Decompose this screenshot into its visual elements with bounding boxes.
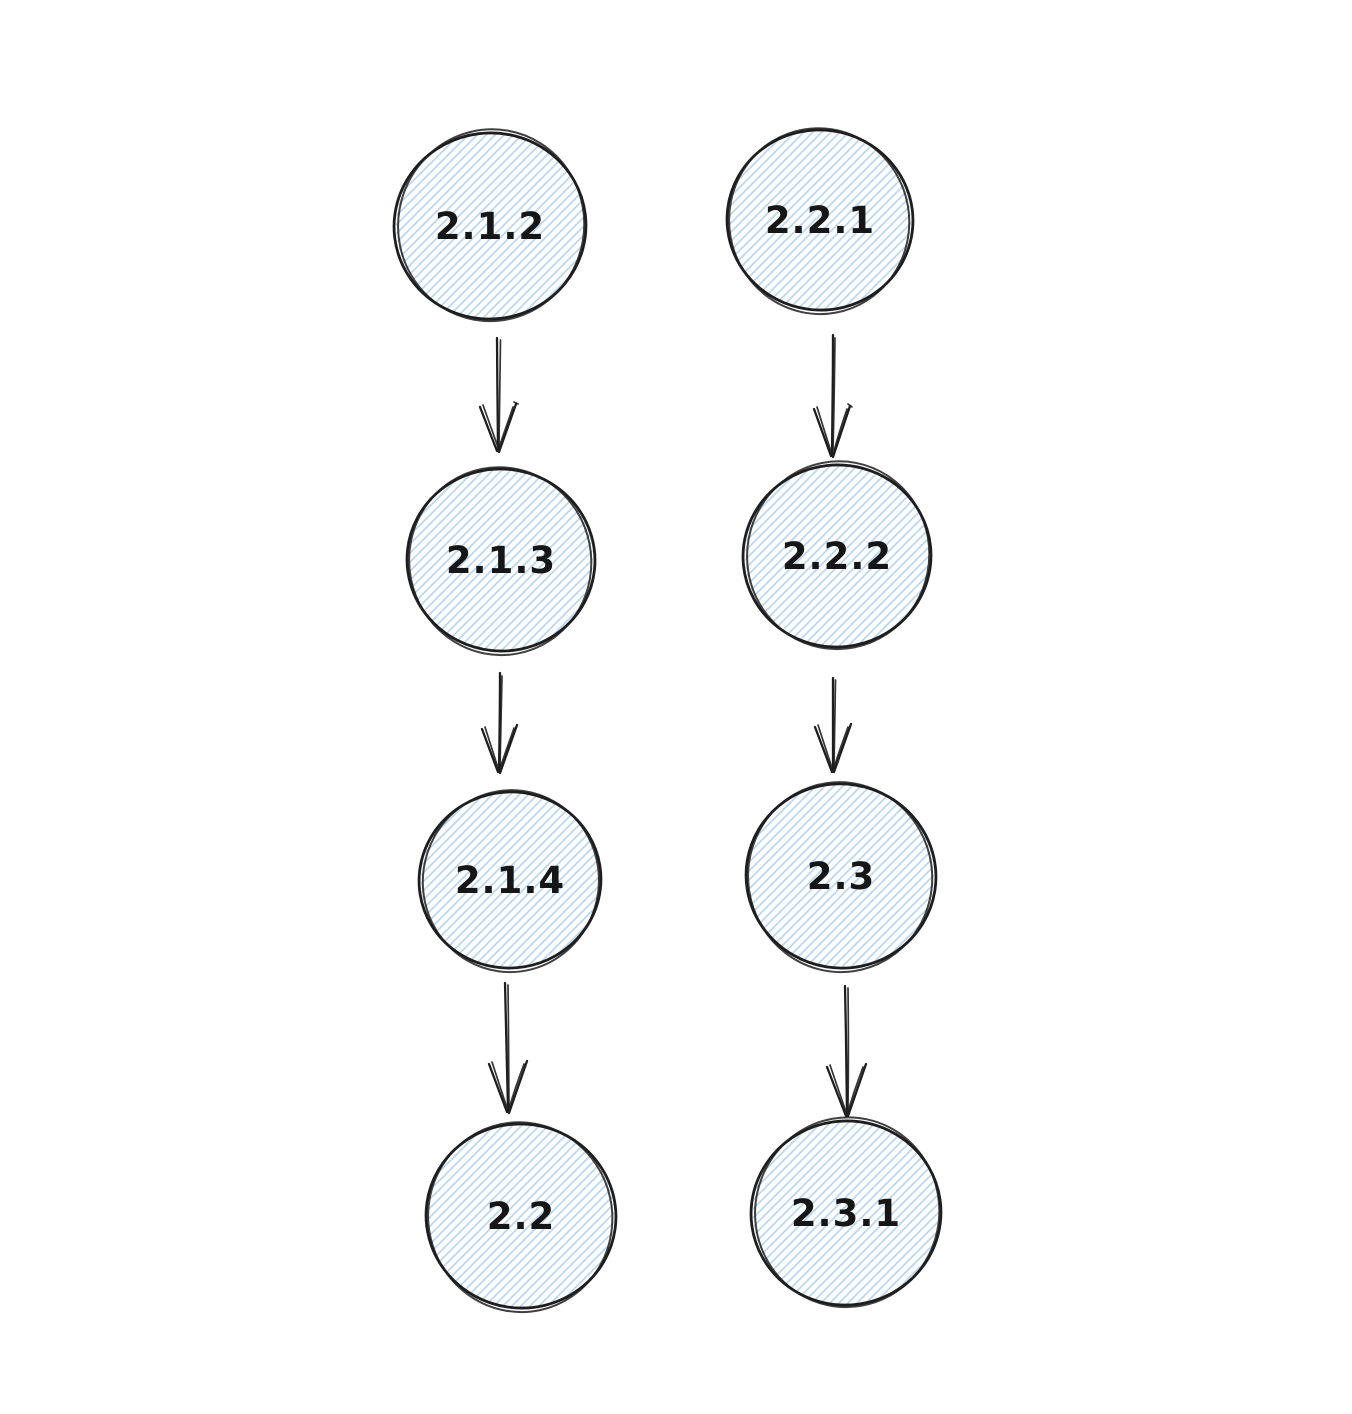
node-outline bbox=[744, 782, 938, 970]
node-outline bbox=[405, 467, 597, 653]
arrow-shaft bbox=[830, 333, 835, 456]
node-outline bbox=[725, 128, 915, 312]
node-outline bbox=[424, 1122, 618, 1310]
arrow-shaft-stroke2 bbox=[832, 337, 836, 451]
edge-2-2-2-to-2-3[interactable] bbox=[813, 676, 853, 774]
node-2-3[interactable]: 2.3 bbox=[733, 770, 949, 984]
node-2-1-4[interactable]: 2.1.4 bbox=[406, 779, 613, 984]
node-label: 2.1.4 bbox=[455, 859, 565, 902]
node-outline-stroke2 bbox=[754, 1116, 941, 1309]
arrow-shaft-stroke2 bbox=[498, 339, 502, 447]
node-outline-stroke2 bbox=[746, 460, 931, 651]
node-2-1-2[interactable]: 2.1.2 bbox=[383, 114, 600, 335]
node-fill bbox=[729, 129, 911, 311]
node-label: 2.2 bbox=[487, 1195, 556, 1238]
node-2-3-1[interactable]: 2.3.1 bbox=[737, 1100, 956, 1324]
node-fill bbox=[748, 783, 934, 969]
arrow-shaft-stroke2 bbox=[499, 675, 503, 768]
arrowhead-stroke2 bbox=[491, 1061, 525, 1113]
node-label: 2.3 bbox=[807, 855, 876, 898]
arrowhead bbox=[480, 723, 519, 775]
node-fill bbox=[428, 1123, 614, 1309]
arrow-shaft-stroke2 bbox=[507, 984, 510, 1108]
arrowhead bbox=[487, 1059, 529, 1115]
edge-2-1-2-to-2-1-3[interactable] bbox=[478, 336, 519, 454]
node-label: 2.1.3 bbox=[446, 539, 556, 582]
node-outline-stroke2 bbox=[427, 1121, 614, 1314]
node-outline bbox=[392, 131, 588, 321]
arrowhead-stroke2 bbox=[829, 1064, 864, 1116]
edge-2-1-4-to-2-2[interactable] bbox=[487, 981, 529, 1115]
node-outline bbox=[417, 790, 603, 970]
node-outline bbox=[741, 463, 933, 649]
edge-2-3-to-2-3-1[interactable] bbox=[825, 984, 868, 1118]
node-outline bbox=[749, 1119, 943, 1307]
arrow-shaft-stroke2 bbox=[833, 679, 837, 768]
node-outline-stroke2 bbox=[728, 127, 911, 316]
edge-2-1-3-to-2-1-4[interactable] bbox=[480, 671, 519, 775]
node-label: 2.3.1 bbox=[791, 1192, 901, 1235]
node-outline-stroke2 bbox=[408, 466, 593, 657]
node-fill bbox=[396, 132, 584, 320]
arrow-shaft bbox=[495, 336, 500, 452]
node-outline-stroke2 bbox=[397, 128, 586, 323]
node-2-2[interactable]: 2.2 bbox=[410, 1105, 629, 1329]
node-outline-stroke2 bbox=[421, 789, 600, 974]
node-fill bbox=[745, 464, 929, 648]
node-label: 2.2.2 bbox=[782, 535, 892, 578]
arrowhead-stroke2 bbox=[482, 401, 519, 452]
arrowhead-stroke2 bbox=[816, 403, 853, 457]
node-fill bbox=[753, 1120, 939, 1306]
node-fill bbox=[421, 791, 599, 969]
node-2-2-1[interactable]: 2.2.1 bbox=[714, 114, 924, 328]
arrow-shaft bbox=[843, 984, 849, 1116]
arrowhead bbox=[812, 404, 852, 459]
arrowhead-stroke2 bbox=[484, 726, 515, 773]
arrowhead-stroke2 bbox=[817, 724, 849, 772]
node-label: 2.1.2 bbox=[435, 205, 545, 248]
node-label: 2.2.1 bbox=[765, 199, 875, 242]
arrowhead bbox=[825, 1062, 868, 1118]
arrow-shaft bbox=[497, 671, 502, 772]
edge-2-2-1-to-2-2-2[interactable] bbox=[812, 333, 853, 459]
node-2-1-3[interactable]: 2.1.3 bbox=[393, 452, 608, 671]
arrowhead bbox=[813, 722, 853, 774]
node-fill bbox=[409, 468, 593, 652]
node-outline-stroke2 bbox=[747, 781, 934, 974]
node-2-2-2[interactable]: 2.2.2 bbox=[731, 446, 946, 665]
arrow-shaft bbox=[503, 981, 510, 1112]
arrowhead bbox=[478, 402, 518, 454]
